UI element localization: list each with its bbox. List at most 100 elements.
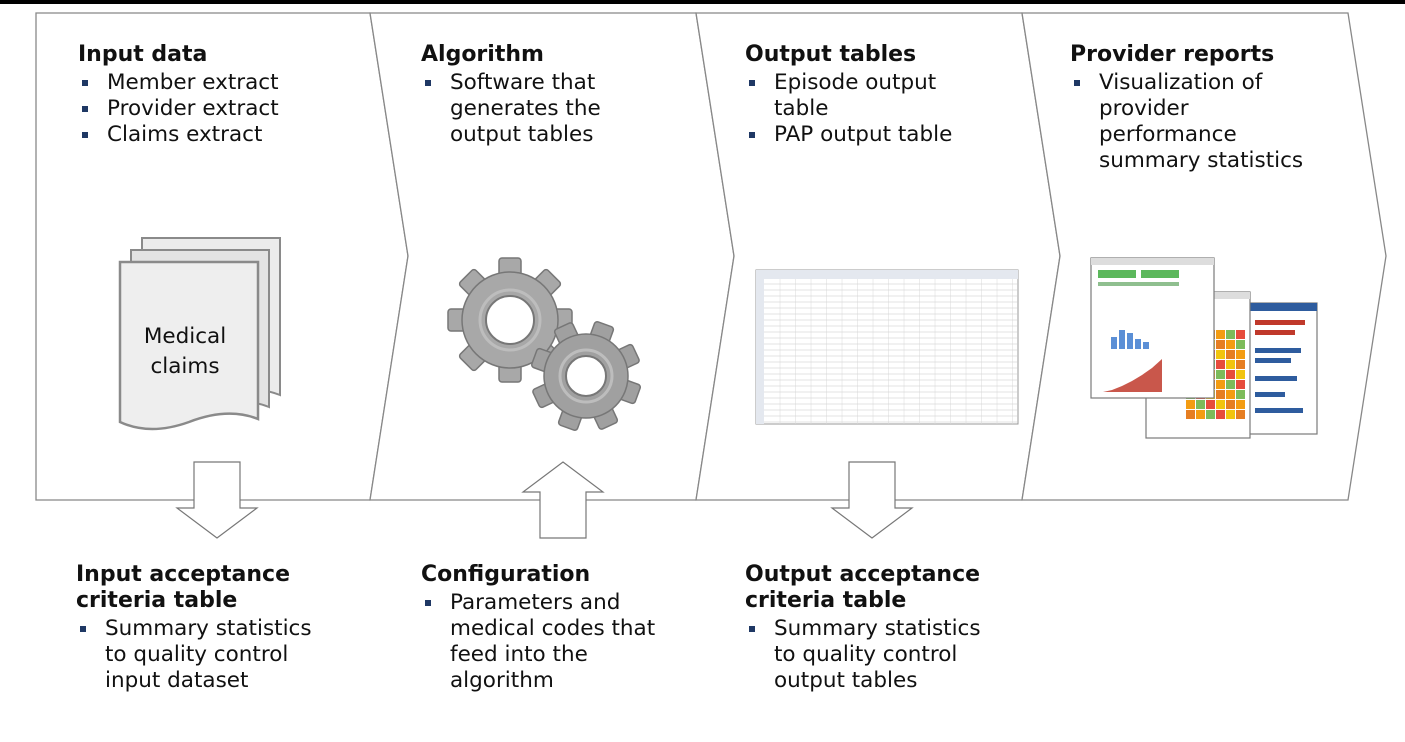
- heatmap-cell: [1236, 400, 1245, 409]
- heatmap-cell: [1226, 390, 1235, 399]
- bullet-line: feed into the: [450, 642, 588, 667]
- heatmap-cell: [1216, 340, 1225, 349]
- bullet-line: to quality control: [774, 642, 958, 667]
- bullet-line: provider: [1099, 96, 1189, 121]
- heatmap-cell: [1216, 380, 1225, 389]
- heatmap-cell: [1216, 330, 1225, 339]
- heatmap-cell: [1236, 390, 1245, 399]
- bullet-line: Visualization of: [1099, 70, 1263, 95]
- output-acceptance-criteria: Output acceptance criteria table Summary…: [745, 562, 1045, 694]
- arrow-down-output-acceptance: [830, 461, 914, 539]
- bullet-list: Summary statistics to quality control ou…: [745, 616, 1045, 694]
- bullet-item: Summary statistics to quality control in…: [76, 616, 376, 694]
- heatmap-cell: [1236, 410, 1245, 419]
- below-title-line: criteria table: [76, 588, 238, 613]
- arrow-up-configuration: [521, 461, 605, 539]
- heatmap-cell: [1216, 370, 1225, 379]
- bullet-item: Episode output table: [745, 70, 995, 122]
- below-title: Output acceptance criteria table: [745, 562, 1045, 614]
- bullet-line: Software that: [450, 70, 596, 95]
- bullet-line: table: [774, 96, 829, 121]
- bullet-line: Episode output: [774, 70, 937, 95]
- panel-title: Input data: [78, 42, 208, 67]
- bullet-item: Claims extract: [78, 122, 328, 148]
- heatmap-cell: [1226, 380, 1235, 389]
- report-bars-right: [1255, 320, 1305, 413]
- heatmap-cell: [1186, 400, 1195, 409]
- heatmap-cell: [1226, 360, 1235, 369]
- heatmap-cell: [1226, 340, 1235, 349]
- bullet-item: Provider extract: [78, 96, 328, 122]
- panel-title: Algorithm: [421, 42, 544, 67]
- bullet-item: Summary statistics to quality control ou…: [745, 616, 1045, 694]
- panel-output-tables: Output tables Episode output table PAP o…: [745, 42, 995, 148]
- heatmap-cell: [1226, 400, 1235, 409]
- bullet-line: medical codes that: [450, 616, 656, 641]
- bullet-item: PAP output table: [745, 122, 995, 148]
- heatmap-cell: [1236, 330, 1245, 339]
- spreadsheet-thumbnail: [755, 269, 1019, 425]
- bullet-line: to quality control: [105, 642, 289, 667]
- heatmap-cell: [1196, 400, 1205, 409]
- heatmap-cell: [1226, 350, 1235, 359]
- bullet-line: performance: [1099, 122, 1237, 147]
- heatmap-cell: [1226, 330, 1235, 339]
- bullet-line: summary statistics: [1099, 148, 1304, 173]
- heatmap-cell: [1236, 340, 1245, 349]
- gears-icon: [447, 257, 642, 432]
- below-title-line: Output acceptance: [745, 562, 981, 587]
- configuration: Configuration Parameters and medical cod…: [421, 562, 721, 694]
- document-label: Medical claims: [127, 322, 243, 382]
- bullet-line: output tables: [774, 668, 918, 693]
- below-title: Configuration: [421, 562, 721, 588]
- heatmap-cell: [1216, 390, 1225, 399]
- panel-provider-reports: Provider reports Visualization of provid…: [1070, 42, 1350, 174]
- panel-title: Provider reports: [1070, 42, 1275, 67]
- spreadsheet-grid: [764, 279, 1018, 424]
- below-title-line: Input acceptance: [76, 562, 291, 587]
- panel-title: Output tables: [745, 42, 917, 67]
- document-label-line: Medical: [143, 324, 227, 349]
- below-title: Input acceptance criteria table: [76, 562, 376, 614]
- bullet-list: Software that generates the output table…: [421, 70, 671, 148]
- heatmap-cell: [1206, 410, 1215, 419]
- bullet-line: output tables: [450, 122, 594, 147]
- heatmap-cell: [1216, 350, 1225, 359]
- top-rule: [0, 0, 1405, 4]
- below-title-line: Configuration: [421, 562, 591, 587]
- report-area-chart: [1103, 359, 1162, 392]
- bullet-list: Summary statistics to quality control in…: [76, 616, 376, 694]
- bullet-list: Visualization of provider performance su…: [1070, 70, 1350, 174]
- heatmap-cell: [1186, 410, 1195, 419]
- below-title-line: criteria table: [745, 588, 907, 613]
- bullet-line: algorithm: [450, 668, 554, 693]
- report-histogram: [1111, 330, 1149, 349]
- heatmap-cell: [1236, 370, 1245, 379]
- bullet-line: input dataset: [105, 668, 249, 693]
- bullet-item: Visualization of provider performance su…: [1070, 70, 1350, 174]
- heatmap-cell: [1236, 350, 1245, 359]
- document-label-line: claims: [150, 354, 220, 379]
- panel-input-data: Input data Member extract Provider extra…: [78, 42, 328, 148]
- input-acceptance-criteria: Input acceptance criteria table Summary …: [76, 562, 376, 694]
- heatmap-cell: [1216, 410, 1225, 419]
- heatmap-cell: [1196, 410, 1205, 419]
- heatmap-cell: [1236, 360, 1245, 369]
- bullet-list: Episode output table PAP output table: [745, 70, 995, 148]
- document-stack-icon: [118, 237, 281, 431]
- small-gear-icon: [530, 320, 642, 432]
- heatmap-cell: [1236, 380, 1245, 389]
- bullet-list: Member extract Provider extract Claims e…: [78, 70, 328, 148]
- arrow-down-input-acceptance: [175, 461, 259, 539]
- heatmap-cell: [1226, 370, 1235, 379]
- heatmap-cell: [1226, 410, 1235, 419]
- bullet-item: Software that generates the output table…: [421, 70, 671, 148]
- bullet-list: Parameters and medical codes that feed i…: [421, 590, 721, 694]
- panel-algorithm: Algorithm Software that generates the ou…: [421, 42, 671, 148]
- bullet-line: Summary statistics: [774, 616, 981, 641]
- bullet-line: generates the: [450, 96, 601, 121]
- heatmap-cell: [1216, 400, 1225, 409]
- heatmap-cell: [1216, 360, 1225, 369]
- bullet-item: Member extract: [78, 70, 328, 96]
